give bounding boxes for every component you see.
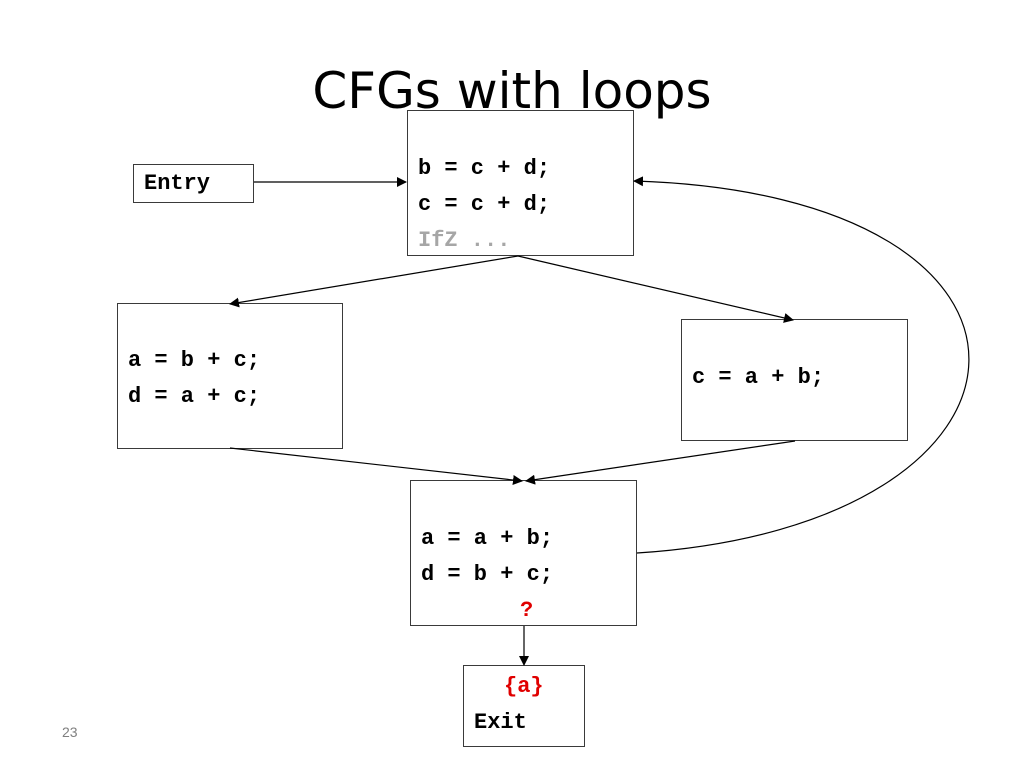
edge-block1-to-block3: [517, 255, 794, 323]
basic-block-1: b = c + d; c = c + d; IfZ ...: [407, 110, 634, 256]
block3-line-1: c = a + b;: [692, 365, 825, 390]
exit-label: Exit: [474, 710, 527, 735]
slide-number: 23: [62, 724, 78, 740]
exit-live-set: {a}: [504, 674, 544, 699]
block2-line-2: d = a + c;: [128, 384, 261, 409]
entry-label: Entry: [144, 171, 211, 196]
edge-block2-to-block4: [229, 447, 523, 485]
edge-block1-to-block2: [229, 255, 519, 308]
basic-block-4: a = a + b; d = b + c; ?: [410, 480, 637, 626]
exit-node: {a} Exit: [463, 665, 585, 747]
block1-branch-line: IfZ ...: [418, 228, 511, 253]
edge-block3-to-block4: [525, 440, 796, 485]
basic-block-3: c = a + b;: [681, 319, 908, 441]
edge-block4-back-to-block1: [633, 176, 970, 554]
block2-line-1: a = b + c;: [128, 348, 261, 373]
block4-line-2: d = b + c;: [421, 562, 554, 587]
block1-line-2: c = c + d;: [418, 192, 551, 217]
entry-node: Entry: [133, 164, 254, 203]
block4-annotation: ?: [520, 598, 534, 623]
basic-block-2: a = b + c; d = a + c;: [117, 303, 343, 449]
block1-line-1: b = c + d;: [418, 156, 551, 181]
block4-line-1: a = a + b;: [421, 526, 554, 551]
